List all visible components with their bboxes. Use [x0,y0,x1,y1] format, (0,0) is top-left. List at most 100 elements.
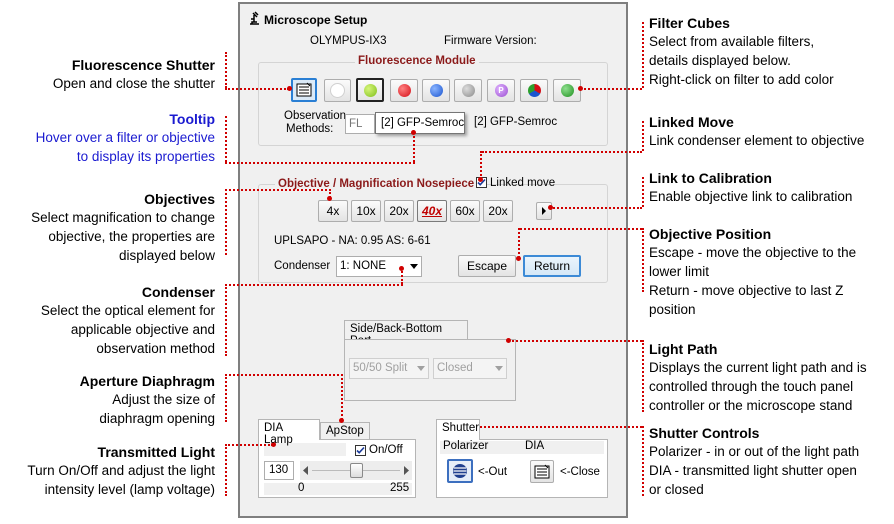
objective-group-title: Objective / Magnification Nosepiece [275,178,478,190]
shutter-tab[interactable]: Shutter [436,419,480,440]
objective-button-10x[interactable]: 10x [351,200,381,222]
annotation-fluorescence-shutter: Fluorescence Shutter Open and close the … [53,57,215,93]
split-value: 50/50 Split [353,362,408,374]
connector-line [413,132,415,162]
annotation-objectives: Objectives Select magnification to chang… [31,191,215,265]
connector-line [225,444,273,446]
filter-cube-green[interactable] [553,79,581,102]
apstop-tab[interactable]: ApStop [320,422,370,440]
annotation-line: diaphragm opening [99,411,215,426]
dia-onoff-label: On/Off [369,444,403,456]
annotation-line: observation method [96,341,215,356]
methods-label: Methods: [286,123,334,135]
connector-line [642,340,644,412]
filter-color-circle [429,84,443,97]
connector-line [225,52,227,88]
annotation-line: Turn On/Off and adjust the light [27,463,215,478]
annotation-title: Linked Move [649,114,734,130]
annotation-line: controlled through the touch panel [649,379,854,394]
firmware-label: Firmware Version: [444,35,537,47]
fluorescence-shutter-button[interactable] [291,78,317,102]
condenser-value: 1: NONE [340,260,387,272]
annotation-line: Enable objective link to calibration [649,189,853,204]
connector-dot [516,256,521,261]
connector-line [642,177,644,207]
filter-cube-red[interactable] [390,79,418,102]
condenser-select[interactable]: 1: NONE [336,256,422,277]
connector-dot [506,338,511,343]
dia-shutter-label: DIA [525,440,545,452]
dia-intensity-slider[interactable] [300,461,412,480]
escape-button[interactable]: Escape [458,255,516,277]
connector-dot [578,86,583,91]
connector-line [401,268,403,284]
window-title: Microscope Setup [264,13,368,27]
annotation-title: Light Path [649,341,718,357]
connector-line [225,88,289,90]
annotation-title: Tooltip [169,111,215,127]
linked-move-label: Linked move [490,177,556,189]
filter-color-circle [527,84,541,97]
filter-cube-purple[interactable]: P [487,79,515,102]
dia-shutter-icon [534,464,550,478]
chevron-down-icon [495,366,503,371]
dia-shutter-close-button[interactable] [530,460,554,483]
filter-cube-green-yellow[interactable] [356,78,384,102]
annotation-title: Fluorescence Shutter [71,57,215,73]
connector-line [225,444,227,496]
connector-line [225,162,415,164]
annotation-line: Displays the current light path and is [649,360,867,375]
filter-cube-blue[interactable] [422,79,450,102]
light-path-port-select[interactable]: Closed [433,358,507,379]
dia-intensity-input[interactable]: 130 [264,461,294,480]
connector-line [480,151,482,179]
filter-color-circle [560,84,574,97]
annotation-title: Filter Cubes [649,15,730,31]
connector-line [225,189,331,191]
annotation-line: Open and close the shutter [52,76,215,91]
observation-method-select[interactable]: FL [345,114,375,134]
objective-button-20x-second[interactable]: 20x [483,200,513,222]
light-path-tab[interactable]: Side/Back-Bottom Port [344,320,468,347]
connector-line [550,207,642,209]
annotation-light-path: Light Path Displays the current light pa… [649,341,867,415]
connector-line [329,189,331,198]
annotation-line: Return - move objective to last Z [649,283,844,298]
connector-line [642,121,644,151]
microscope-model: OLYMPUS-IX3 [310,35,387,47]
light-path-split-select[interactable]: 50/50 Split [349,358,429,379]
dia-range-row [264,483,412,495]
annotation-line: Polarizer - in or out of the light path [649,444,860,459]
shutter-icon [296,82,312,97]
slider-left-arrow-icon [303,466,308,475]
annotation-line: Link condenser element to objective [649,133,865,148]
microscope-setup-window: Microscope Setup OLYMPUS-IX3 Firmware Ve… [238,2,628,518]
connector-line [482,151,642,153]
objective-button-60x[interactable]: 60x [450,200,480,222]
microscope-icon [250,11,259,25]
annotation-title: Objective Position [649,226,772,242]
objective-button-40x-selected[interactable]: 40x [417,200,447,222]
dia-onoff-checkbox[interactable] [355,445,366,456]
annotation-transmitted-light: Transmitted Light Turn On/Off and adjust… [27,444,215,499]
filter-cube-gray[interactable] [454,79,482,102]
annotation-line: details displayed below. [649,53,791,68]
slider-thumb[interactable] [350,463,364,478]
filter-color-circle [363,83,377,97]
filter-cube-empty[interactable] [324,79,351,102]
annotation-line: Select from available filters, [649,34,815,49]
polarizer-out-button[interactable] [447,459,473,483]
annotation-condenser: Condenser Select the optical element for… [41,284,215,358]
dia-lamp-tab[interactable]: DIA Lamp [258,419,320,446]
annotation-filter-cubes: Filter Cubes Select from available filte… [649,15,834,89]
connector-line [518,228,520,258]
filter-letter: P [498,86,504,95]
return-button[interactable]: Return [523,255,581,277]
filter-cube-multicolor[interactable] [520,79,548,102]
chevron-down-icon [410,264,418,269]
filter-tooltip: [2] GFP-Semroc [375,112,465,134]
connector-line [476,426,642,428]
objective-button-4x[interactable]: 4x [318,200,348,222]
annotation-title: Condenser [141,284,215,300]
objective-button-20x[interactable]: 20x [384,200,414,222]
